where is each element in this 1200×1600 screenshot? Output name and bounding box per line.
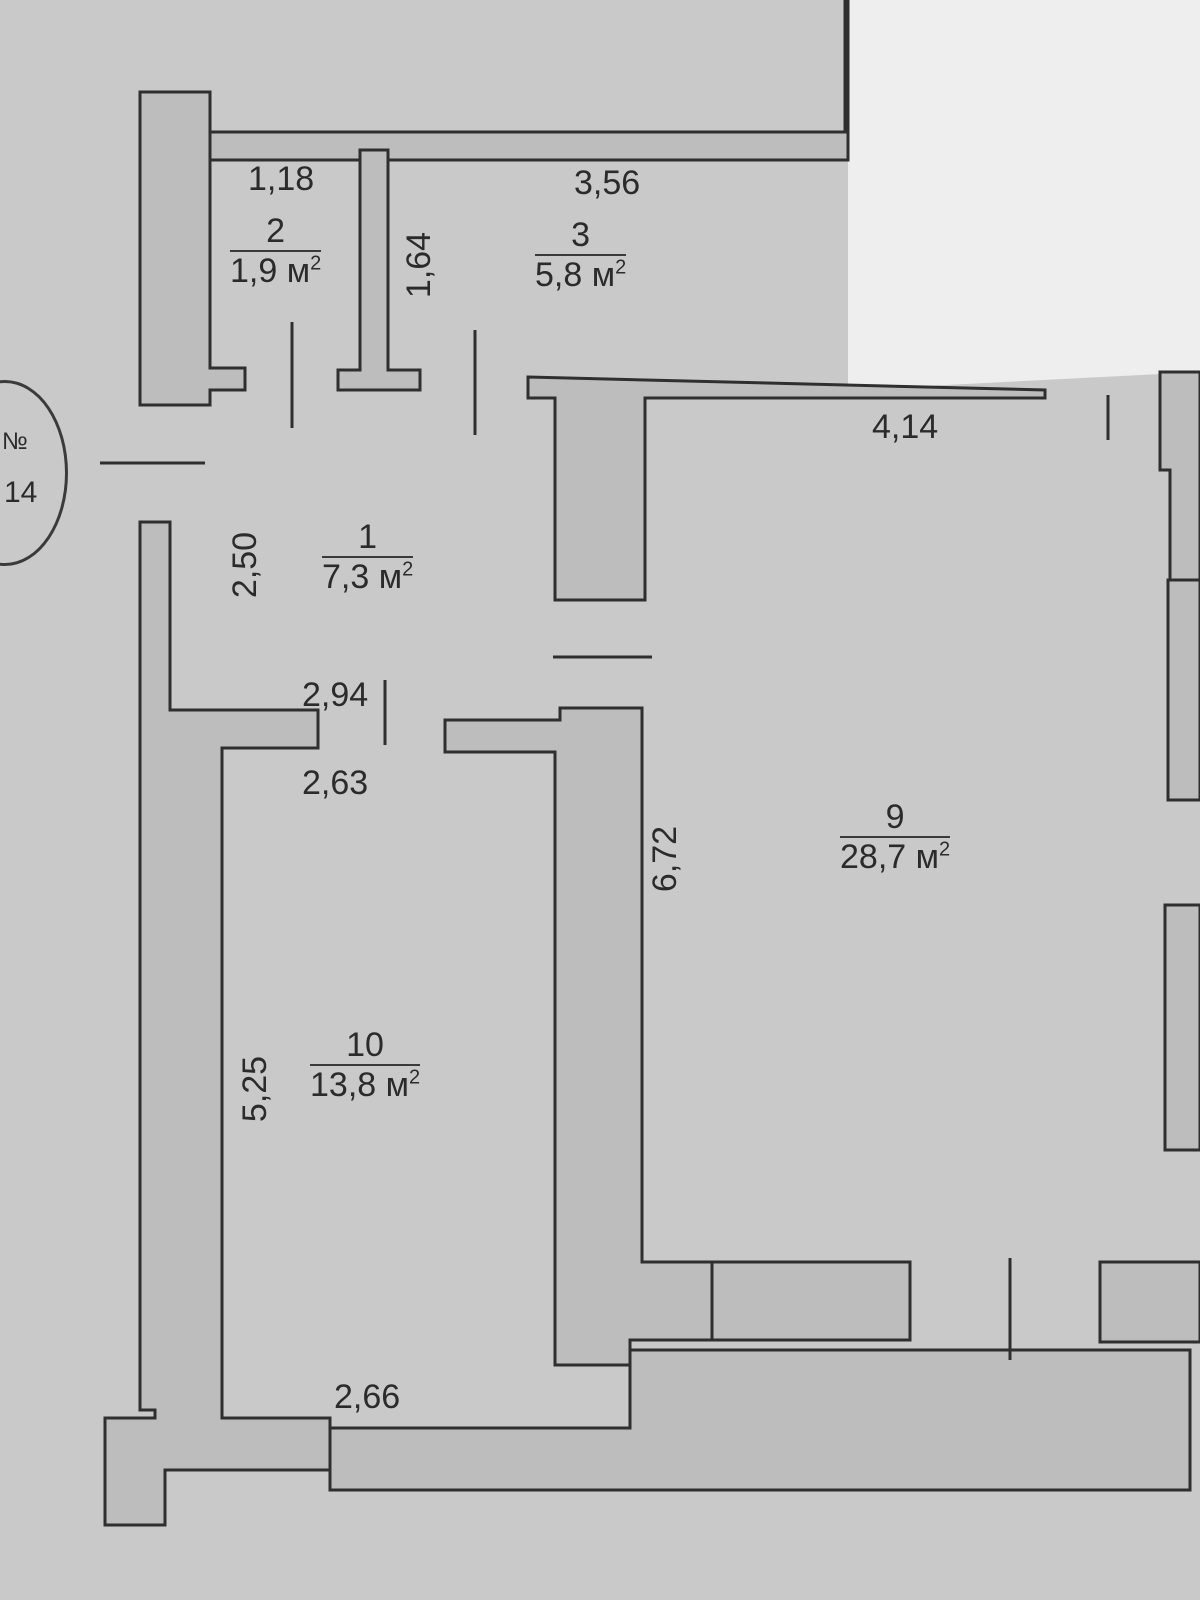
room-area: 5,8 м2	[535, 255, 627, 294]
room-area: 7,3 м2	[322, 557, 414, 596]
room-1-label: 1 7,3 м2	[322, 519, 414, 597]
room-10-label: 10 13,8 м2	[310, 1027, 421, 1105]
dimension-label: 3,56	[574, 164, 641, 202]
badge-mark: №	[2, 428, 28, 455]
dimension-label: 2,63	[302, 764, 369, 802]
dimension-label: 2,94	[302, 676, 369, 714]
dimension-label: 2,66	[334, 1378, 401, 1416]
door-markers	[100, 322, 1110, 1360]
room-number: 2	[230, 213, 322, 252]
wall-right-bottom	[1098, 1260, 1200, 1344]
dimension-label: 5,25	[236, 1055, 275, 1123]
wall-left-upper	[138, 90, 247, 407]
wall-bottom	[328, 1348, 1192, 1492]
wall-right-upper	[1158, 370, 1200, 582]
walls	[103, 0, 1200, 1527]
room-2-label: 2 1,9 м2	[230, 213, 322, 291]
room-9-label: 9 28,7 м2	[840, 799, 951, 877]
dimension-label: 6,72	[646, 825, 685, 893]
wall-top	[140, 0, 850, 162]
wall-right-lower	[1163, 903, 1200, 1152]
wall-10-9	[443, 706, 714, 1367]
dimension-label: 1,64	[400, 231, 439, 299]
dimension-label: 2,50	[226, 531, 265, 599]
room-number: 10	[310, 1027, 421, 1066]
wall-2-3	[336, 148, 422, 392]
badge-number: 14	[4, 476, 38, 509]
room-number: 1	[322, 519, 414, 558]
wall-left-long	[103, 520, 332, 1527]
wall-right-mid	[1166, 578, 1200, 802]
room-number: 3	[535, 217, 627, 256]
room-number: 9	[840, 799, 951, 838]
room-area: 13,8 м2	[310, 1065, 421, 1104]
wall-pillar	[526, 375, 1047, 602]
exterior-area	[848, 0, 1200, 390]
dimension-label: 4,14	[872, 408, 939, 446]
room-area: 28,7 м2	[840, 837, 951, 876]
dimension-label: 1,18	[248, 160, 315, 198]
room-3-label: 3 5,8 м2	[535, 217, 627, 295]
window-niche	[710, 1260, 912, 1342]
room-area: 1,9 м2	[230, 251, 322, 290]
